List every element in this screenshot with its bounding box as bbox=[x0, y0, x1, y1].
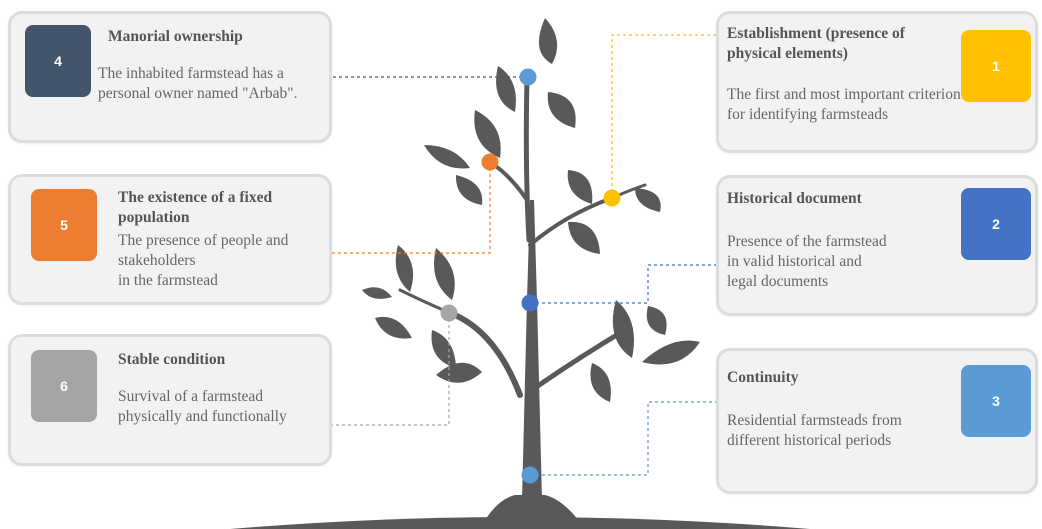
criterion-badge-4: 4 bbox=[25, 25, 91, 97]
criterion-desc-1: The first and most important criterion f… bbox=[727, 86, 961, 123]
criterion-card-2: Historical document 2 Presence of the fa… bbox=[716, 175, 1038, 316]
node-dot-4 bbox=[519, 68, 537, 86]
node-dot-2 bbox=[521, 294, 539, 312]
connector-5 bbox=[332, 162, 491, 254]
connector-2 bbox=[530, 264, 718, 304]
criterion-title-6: Stable condition bbox=[118, 351, 226, 368]
criterion-card-6: 6 Stable condition Survival of a farmste… bbox=[8, 334, 332, 466]
tree-trunk bbox=[522, 200, 542, 500]
connector-lines bbox=[332, 34, 718, 476]
node-dot-1 bbox=[603, 189, 621, 207]
criterion-title-2: Historical document bbox=[727, 190, 862, 207]
criterion-card-4: 4 Manorial ownership The inhabited farms… bbox=[8, 11, 332, 143]
criterion-desc-3: Residential farmsteads from different hi… bbox=[727, 412, 902, 449]
criterion-card-5: 5 The existence of a fixed population Th… bbox=[8, 174, 332, 305]
criterion-card-1: Establishment (presence of physical elem… bbox=[716, 11, 1038, 153]
criterion-card-3: Continuity 3 Residential farmsteads from… bbox=[716, 348, 1038, 494]
criterion-badge-3: 3 bbox=[961, 365, 1031, 437]
criterion-desc-5: The presence of people and stakeholders … bbox=[118, 232, 289, 289]
node-dot-6 bbox=[440, 304, 458, 322]
node-dot-5 bbox=[481, 153, 499, 171]
connector-3 bbox=[530, 401, 718, 476]
criterion-title-1: Establishment (presence of physical elem… bbox=[727, 25, 905, 62]
criterion-desc-2: Presence of the farmstead in valid histo… bbox=[727, 233, 887, 290]
criterion-desc-6: Survival of a farmstead physically and f… bbox=[118, 388, 287, 425]
criterion-title-5: The existence of a fixed population bbox=[118, 189, 273, 226]
criterion-badge-1: 1 bbox=[961, 30, 1031, 102]
criterion-desc-4: The inhabited farmstead has a personal o… bbox=[98, 65, 298, 102]
node-dot-3 bbox=[521, 466, 539, 484]
connector-1 bbox=[611, 34, 718, 198]
tree-roots bbox=[480, 495, 585, 529]
connector-6 bbox=[332, 313, 450, 426]
criterion-badge-6: 6 bbox=[31, 350, 97, 422]
criterion-badge-5: 5 bbox=[31, 189, 97, 261]
criterion-title-4: Manorial ownership bbox=[108, 28, 243, 45]
criterion-title-3: Continuity bbox=[727, 369, 799, 386]
criterion-badge-2: 2 bbox=[961, 188, 1031, 260]
